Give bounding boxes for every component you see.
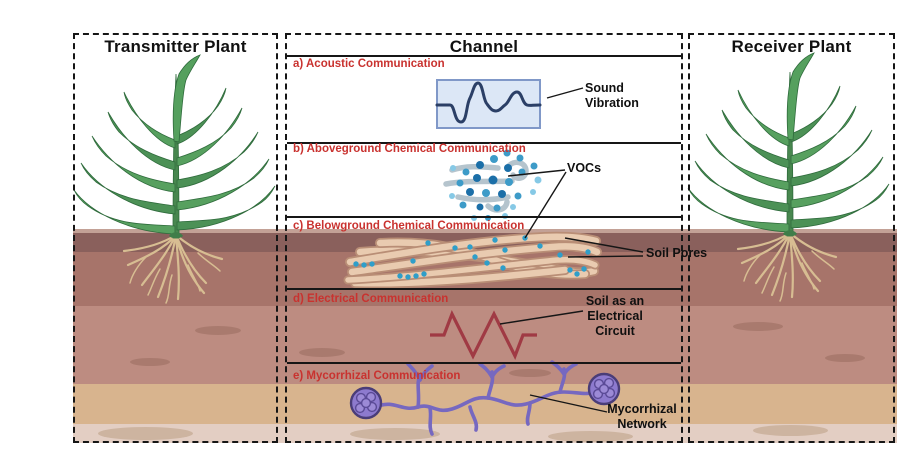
soil-pores-label: Soil Pores xyxy=(646,246,708,260)
myco-pointer-line xyxy=(529,394,608,413)
circuit-pointer-line xyxy=(499,310,584,325)
soil-layer xyxy=(73,384,897,424)
receiver-panel: Receiver Plant xyxy=(688,33,895,443)
section-e-heading: e) Mycorrhizal Communication xyxy=(293,370,461,382)
section-divider xyxy=(287,362,681,365)
pores-pointer-line xyxy=(564,237,644,253)
electrical-circuit-label: Soil as an Electrical Circuit xyxy=(585,294,645,338)
channel-panel-title: Channel xyxy=(449,37,519,56)
pores-pointer-line-2 xyxy=(567,255,644,258)
sound-wave-icon xyxy=(435,79,542,129)
transmitter-panel: Transmitter Plant xyxy=(73,33,278,443)
vocs-pointer-line-2 xyxy=(524,171,567,239)
soil-layer xyxy=(73,306,897,384)
section-b-heading: b) Aboveground Chemical Communication xyxy=(293,143,526,155)
soil-blob xyxy=(98,427,193,440)
mycorrhizal-network-label: Mycorrhizal Network xyxy=(607,402,677,431)
section-d-heading: d) Electrical Communication xyxy=(293,293,449,305)
soil-blob xyxy=(350,428,440,440)
soil-blob xyxy=(733,322,783,331)
soil-blob xyxy=(753,425,828,436)
soil-blob xyxy=(509,369,551,377)
section-c-heading: c) Belowground Chemical Communication xyxy=(293,220,525,232)
receiver-panel-title: Receiver Plant xyxy=(731,37,852,56)
soil-blob xyxy=(825,354,865,362)
section-divider xyxy=(287,55,681,58)
sound-pointer-line xyxy=(546,87,584,99)
sound-vibration-label: Sound Vibration xyxy=(585,81,639,110)
pointer-lines xyxy=(499,87,644,413)
soil-layer xyxy=(73,424,897,443)
soil-pores-icon xyxy=(343,231,602,289)
soil-surface-line xyxy=(73,229,897,233)
section-a-heading: a) Acoustic Communication xyxy=(293,58,445,70)
mycorrhizal-network-icon xyxy=(349,360,621,436)
section-divider xyxy=(287,216,681,219)
soil-blob xyxy=(299,348,345,357)
soil-blob xyxy=(195,326,241,335)
circuit-zigzag-icon xyxy=(430,310,537,360)
soil-blob xyxy=(548,431,633,442)
voc-cloud-icon xyxy=(443,149,542,221)
section-divider xyxy=(287,142,681,145)
soil-blob xyxy=(130,358,170,366)
transmitter-panel-title: Transmitter Plant xyxy=(104,37,247,56)
section-divider xyxy=(287,288,681,291)
vocs-pointer-line xyxy=(507,169,566,177)
channel-panel: Channel a) Acoustic Communication b) Abo… xyxy=(285,33,683,443)
vocs-label: VOCs xyxy=(567,161,602,175)
